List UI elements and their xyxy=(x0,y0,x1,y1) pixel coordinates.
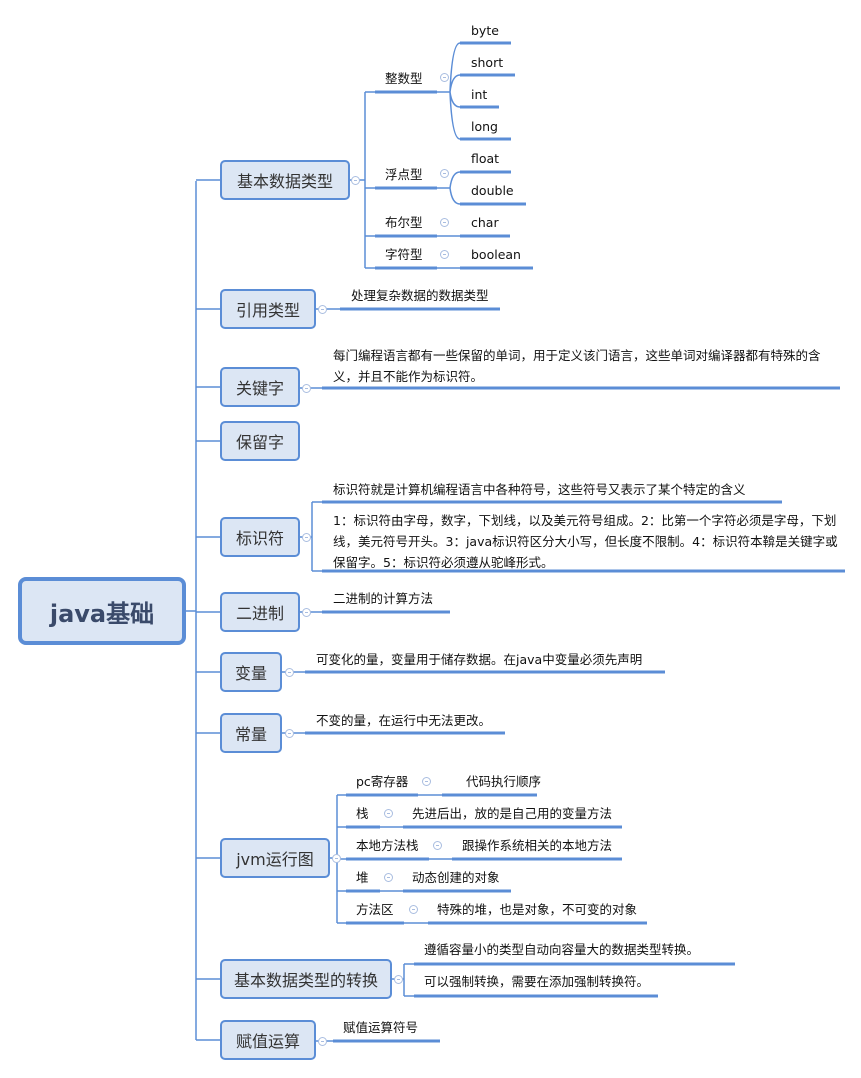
jvm-item-note[interactable]: 特殊的堆，也是对象，不可变的对象 xyxy=(437,902,638,917)
type-leaf[interactable]: int xyxy=(471,87,488,102)
node-basic-types[interactable]: 基本数据类型 xyxy=(220,160,350,200)
jvm-item[interactable]: 本地方法栈 xyxy=(356,838,419,853)
identifiers-note[interactable]: 标识符就是计算机编程语言中各种符号，这些符号又表示了某个特定的含义 xyxy=(333,482,746,497)
node-constant[interactable]: 常量 xyxy=(220,713,282,753)
type-leaf[interactable]: char xyxy=(471,215,499,230)
type-leaf[interactable]: boolean xyxy=(471,247,521,262)
group-label[interactable]: 整数型 xyxy=(385,71,423,86)
constant-note[interactable]: 不变的量，在运行中无法更改。 xyxy=(316,713,492,728)
node-conversion[interactable]: 基本数据类型的转换 xyxy=(220,959,392,999)
node-binary[interactable]: 二进制 xyxy=(220,592,300,632)
collapse-icon[interactable] xyxy=(422,777,431,786)
identifiers-rules-note[interactable]: 1：标识符由字母，数字，下划线，以及美元符号组成。2：比第一个字符必须是字母，下… xyxy=(333,513,838,570)
group-label[interactable]: 字符型 xyxy=(385,247,423,262)
reference-note[interactable]: 处理复杂数据的数据类型 xyxy=(351,288,489,303)
node-assignment[interactable]: 赋值运算 xyxy=(220,1020,316,1060)
group-label[interactable]: 布尔型 xyxy=(385,215,423,230)
collapse-icon[interactable] xyxy=(285,668,294,677)
jvm-item[interactable]: 堆 xyxy=(356,870,369,885)
node-reserved[interactable]: 保留字 xyxy=(220,421,300,461)
collapse-icon[interactable] xyxy=(318,1037,327,1046)
assignment-note[interactable]: 赋值运算符号 xyxy=(343,1020,419,1035)
collapse-icon[interactable] xyxy=(302,608,311,617)
jvm-item[interactable]: 栈 xyxy=(356,806,369,821)
jvm-item[interactable]: pc寄存器 xyxy=(356,774,409,789)
keywords-note[interactable]: 每门编程语言都有一些保留的单词，用于定义该门语言，这些单词对编译器都有特殊的含义… xyxy=(333,348,821,384)
binary-note[interactable]: 二进制的计算方法 xyxy=(333,591,434,606)
jvm-item-note[interactable]: 先进后出，放的是自己用的变量方法 xyxy=(412,806,613,821)
type-leaf[interactable]: byte xyxy=(471,23,499,38)
node-reference-types[interactable]: 引用类型 xyxy=(220,289,316,329)
node-identifiers[interactable]: 标识符 xyxy=(220,517,300,557)
type-leaf[interactable]: long xyxy=(471,119,498,134)
collapse-icon[interactable] xyxy=(440,73,449,82)
collapse-icon[interactable] xyxy=(384,873,393,882)
collapse-icon[interactable] xyxy=(302,533,311,542)
collapse-icon[interactable] xyxy=(318,305,327,314)
conversion-note[interactable]: 遵循容量小的类型自动向容量大的数据类型转换。 xyxy=(424,942,700,957)
jvm-item-note[interactable]: 跟操作系统相关的本地方法 xyxy=(462,838,613,853)
collapse-icon[interactable] xyxy=(409,905,418,914)
collapse-icon[interactable] xyxy=(332,854,341,863)
jvm-item-note[interactable]: 代码执行顺序 xyxy=(466,774,542,789)
collapse-icon[interactable] xyxy=(285,729,294,738)
root-node[interactable]: java基础 xyxy=(18,577,186,645)
collapse-icon[interactable] xyxy=(394,975,403,984)
collapse-icon[interactable] xyxy=(433,841,442,850)
variable-note[interactable]: 可变化的量，变量用于储存数据。在java中变量必须先声明 xyxy=(316,652,643,667)
jvm-item-note[interactable]: 动态创建的对象 xyxy=(412,870,500,885)
type-leaf[interactable]: short xyxy=(471,55,504,70)
collapse-icon[interactable] xyxy=(351,176,360,185)
jvm-item[interactable]: 方法区 xyxy=(356,902,394,917)
type-leaf[interactable]: double xyxy=(471,183,514,198)
collapse-icon[interactable] xyxy=(302,384,311,393)
node-keywords[interactable]: 关键字 xyxy=(220,367,300,407)
collapse-icon[interactable] xyxy=(440,218,449,227)
collapse-icon[interactable] xyxy=(440,169,449,178)
collapse-icon[interactable] xyxy=(440,250,449,259)
collapse-icon[interactable] xyxy=(384,809,393,818)
node-jvm[interactable]: jvm运行图 xyxy=(220,838,330,878)
type-leaf[interactable]: float xyxy=(471,151,500,166)
group-label[interactable]: 浮点型 xyxy=(385,167,423,182)
node-variable[interactable]: 变量 xyxy=(220,652,282,692)
conversion-note[interactable]: 可以强制转换，需要在添加强制转换符。 xyxy=(424,974,650,989)
